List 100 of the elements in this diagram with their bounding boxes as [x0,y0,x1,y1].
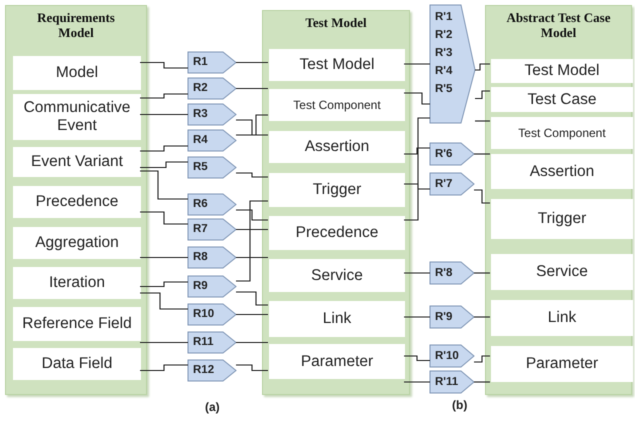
element-box [491,300,633,336]
relation-label: R3 [193,108,208,121]
relation-label: R'10 [435,350,459,362]
relation-label: R'7 [435,178,452,190]
element-name: Trigger [312,181,362,199]
connector-line [404,381,430,383]
element-box [269,259,405,292]
connector-line [404,316,430,318]
connector-line [236,342,268,344]
connector-line [236,314,268,316]
element-box [13,348,141,380]
connector-line [140,93,188,99]
relation-label: R4 [193,134,208,147]
element-name: Test Component [518,125,606,142]
element-box [269,173,405,207]
element-name: Data Field [42,355,112,373]
connector-line [140,281,188,288]
element-box [269,89,405,121]
relation-label: R7 [193,223,208,236]
connector-line [404,355,430,362]
element-name: Assertion [304,138,370,156]
element-name: Test Model [524,62,600,80]
element-box [269,131,405,163]
relation-label: R10 [193,308,214,321]
element-box [269,301,405,337]
element-box [13,147,141,177]
connector-line [236,88,268,90]
connector-line [474,153,490,155]
element-name: Parameter [300,352,374,370]
connector-line [140,170,188,200]
subfigure-label: (b) [452,398,468,412]
panel-heading: Requirements Model [36,10,116,40]
connector-line [404,272,430,274]
element-box [13,307,141,341]
relation-label: R'3 [435,47,452,60]
connector-line [140,364,188,372]
model-panel [262,10,410,395]
connector-line [236,228,268,230]
connector-line [475,90,490,100]
element-name: Link [548,309,576,327]
element-name: Test Component [293,97,381,114]
connector-line [236,114,268,136]
connector-line [404,117,430,221]
model-panel [5,5,147,395]
panel-heading: Test Model [304,15,368,30]
element-name: Test Case [528,90,596,108]
element-box [491,154,633,189]
connector-line [140,256,188,258]
connector-line [140,211,188,225]
connector-line [236,209,268,221]
connector-line [140,292,188,310]
element-box [491,346,633,382]
element-box [491,199,633,239]
relation-label: R11 [193,336,214,349]
relation-label: R'9 [435,310,452,324]
element-name: Aggregation [35,234,119,252]
relation-label: R1 [193,56,208,69]
connector-line [474,272,490,274]
element-name: Parameter [526,355,598,373]
connector-line [404,92,430,105]
relation-label: R'8 [435,266,452,280]
connector-line [140,145,188,152]
element-name: Model [56,64,98,82]
element-box [491,87,633,112]
relation-label: R'4 [435,65,452,78]
element-name: Event Variant [31,153,123,171]
element-box [491,59,633,83]
relation-label: R'11 [435,376,458,388]
relation-label: R9 [193,280,208,293]
element-box [491,117,633,149]
connector-line [404,63,430,65]
connector-line [475,120,490,122]
relation-label: R8 [193,251,208,264]
connector-line [474,189,490,204]
element-box [13,94,141,140]
connector-line [236,256,268,258]
element-box [13,56,141,90]
element-box [269,344,405,379]
element-box [13,267,141,299]
connector-line [236,62,268,64]
element-name: Link [322,310,352,328]
relation-label: R'2 [435,29,452,42]
element-box [13,186,141,218]
element-name: Precedence [296,224,378,242]
element-name: Service [311,266,363,284]
element-name: Iteration [48,274,105,292]
relation-label: R2 [193,82,208,95]
connector-line [404,147,430,155]
connector-line [236,172,268,178]
connector-line [474,355,490,363]
relation-label: R5 [193,161,208,174]
relation-label: R'5 [435,83,452,96]
connector-line [474,316,490,318]
element-box [13,227,141,259]
element-name: Service [536,263,588,281]
element-box [269,49,405,81]
relation-label: R'1 [435,11,452,24]
subfigure-label: (a) [205,400,220,414]
connector-line [236,119,268,136]
relation-label: R'6 [435,148,452,160]
